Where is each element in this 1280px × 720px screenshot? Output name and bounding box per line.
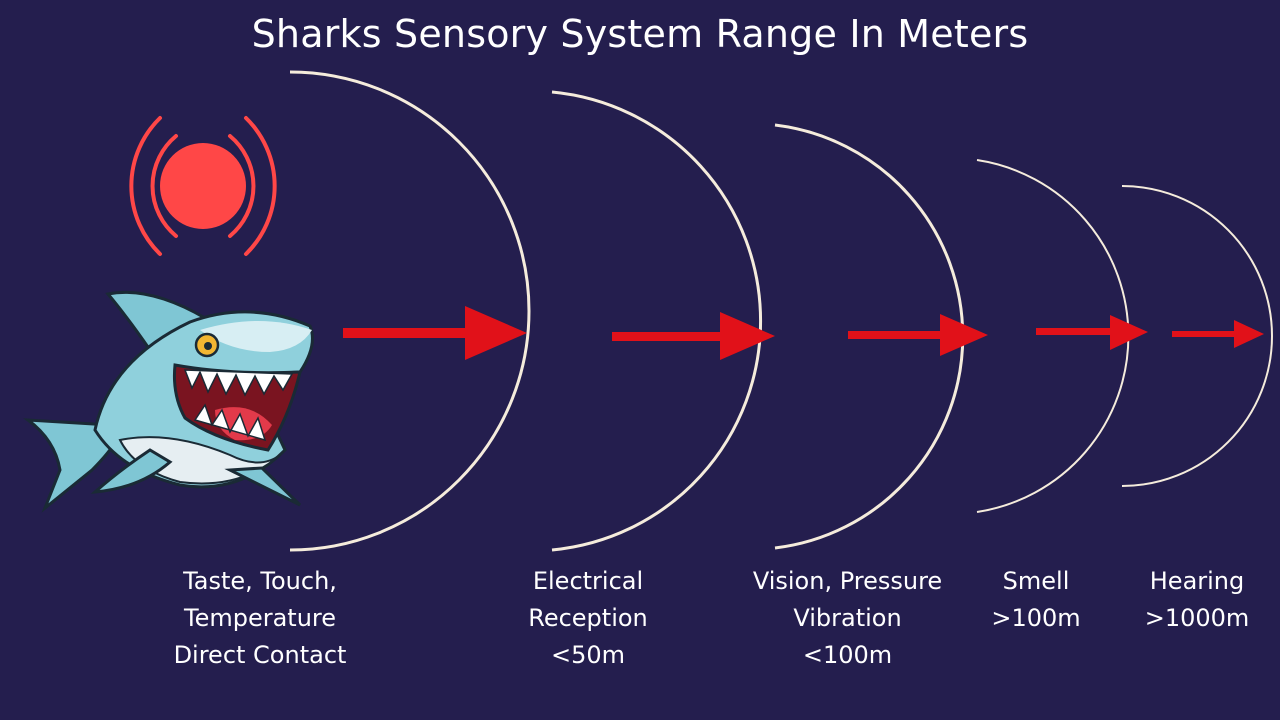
range-arc-1 — [289, 70, 531, 552]
sense-label-line: Hearing — [1149, 567, 1245, 595]
signal-wave-inner-right — [228, 134, 256, 238]
range-arc-2 — [551, 90, 763, 552]
sense-label-line: >1000m — [1144, 604, 1250, 632]
sense-label-smell: Smell >100m — [975, 563, 1097, 637]
sense-label-line: Temperature — [183, 604, 337, 632]
sense-label-line: Smell — [1002, 567, 1070, 595]
signal-wave-outer-right — [244, 116, 277, 256]
range-arrow-4 — [1036, 315, 1148, 350]
sense-label-line: Reception — [528, 604, 648, 632]
range-arrow-3 — [848, 314, 988, 356]
signal-wave-inner-left — [150, 134, 178, 238]
sense-label-line: Taste, Touch, — [183, 567, 337, 595]
sense-label-line: Vibration — [793, 604, 902, 632]
shark-illustration — [23, 290, 314, 513]
sense-label-electrical: Electrical Reception <50m — [498, 563, 678, 674]
sense-label-taste-touch: Taste, Touch, Temperature Direct Contact — [140, 563, 380, 674]
range-arc-5 — [1121, 185, 1273, 487]
range-arc-4 — [976, 159, 1130, 513]
sense-label-line: Vision, Pressure — [752, 567, 943, 595]
sense-label-line: >100m — [991, 604, 1081, 632]
range-arrow-5 — [1172, 320, 1264, 348]
range-arrow-2 — [612, 312, 775, 360]
sense-label-hearing: Hearing >1000m — [1132, 563, 1262, 637]
sense-label-vision: Vision, Pressure Vibration <100m — [735, 563, 960, 674]
sense-label-line: <100m — [802, 641, 893, 669]
signal-dot — [160, 143, 246, 229]
alert-signal-icon — [129, 116, 277, 256]
diagram-title: Sharks Sensory System Range In Meters — [251, 12, 1029, 56]
sense-label-line: <50m — [550, 641, 626, 669]
sense-label-line: Electrical — [532, 567, 644, 595]
range-arrow-1 — [343, 306, 527, 360]
sense-label-line: Direct Contact — [173, 641, 347, 669]
signal-wave-outer-left — [129, 116, 162, 256]
